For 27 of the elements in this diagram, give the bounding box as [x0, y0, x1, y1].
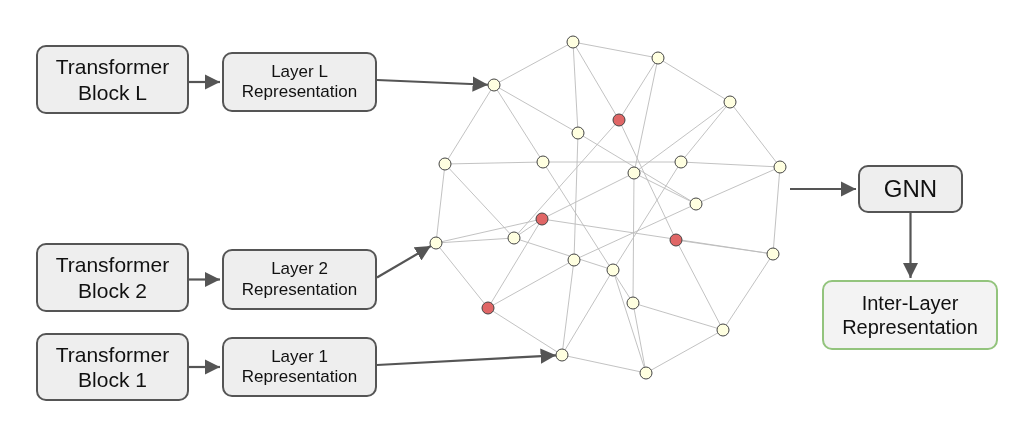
- process-box: [222, 337, 377, 397]
- process-box: [858, 165, 963, 213]
- graph-vertex: [555, 348, 569, 362]
- box-label: Layer 2 Representation: [240, 259, 359, 300]
- arrow: [376, 76, 489, 92]
- box-label: Layer L Representation: [240, 61, 359, 103]
- arrow: [189, 359, 220, 375]
- box-label: Inter-Layer Representation: [841, 291, 979, 339]
- process-box: [36, 243, 189, 312]
- box-label: Transformer Block L: [54, 54, 171, 105]
- arrow: [376, 348, 557, 367]
- process-box: [222, 249, 377, 310]
- process-box: [36, 45, 189, 114]
- process-box: [36, 333, 189, 401]
- graph-vertex: [487, 78, 501, 92]
- arrow: [790, 181, 856, 197]
- box-label: Layer 1 Representation: [240, 346, 359, 388]
- arrow: [902, 213, 919, 278]
- arrow: [189, 74, 220, 90]
- box-label: Transformer Block 1: [54, 341, 171, 393]
- process-box: [822, 280, 998, 350]
- box-label: GNN: [883, 174, 938, 204]
- arrow: [189, 271, 220, 288]
- process-box: [222, 52, 377, 112]
- graph-vertex: [429, 236, 443, 250]
- box-label: Transformer Block 2: [54, 252, 171, 303]
- arrow: [376, 245, 432, 279]
